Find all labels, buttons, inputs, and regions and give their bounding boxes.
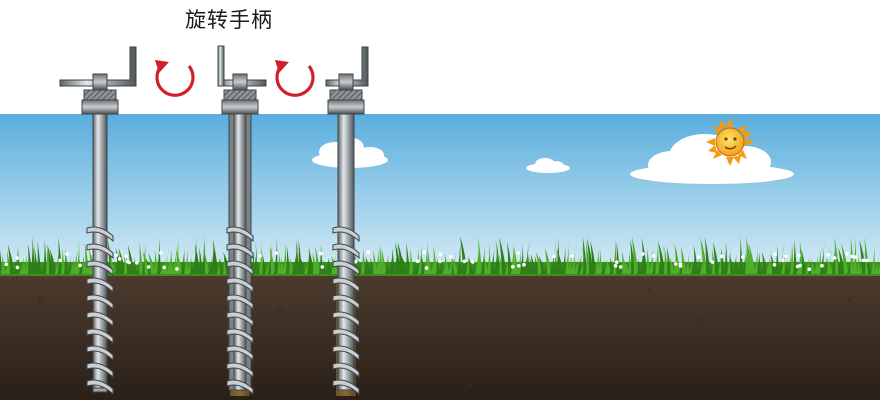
knurled-collar <box>83 89 117 101</box>
cloud-icon <box>526 158 570 173</box>
counterclockwise-arrow-icon <box>155 60 195 97</box>
crank-handle <box>59 46 137 87</box>
sun-icon <box>706 118 754 166</box>
knurled-collar <box>329 89 363 101</box>
soil-texture <box>37 288 852 387</box>
counterclockwise-arrow-icon <box>275 60 315 97</box>
knurled-collar <box>223 89 257 101</box>
cloud-icon <box>630 134 794 184</box>
soil <box>0 272 880 400</box>
sky <box>0 114 880 264</box>
crank-handle <box>325 46 369 87</box>
crank-handle <box>217 45 225 87</box>
ground-auger-2 <box>217 45 267 396</box>
caption-title: 旋转手柄 <box>185 8 273 32</box>
ground-auger-3 <box>325 46 369 396</box>
ground-auger-1 <box>59 46 137 396</box>
